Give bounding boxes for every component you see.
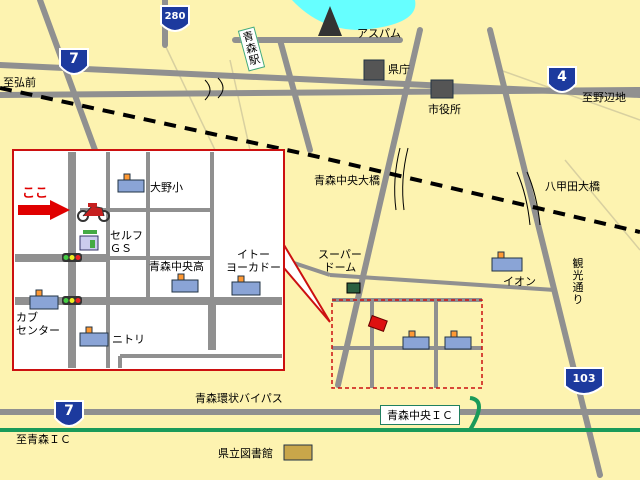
inset-local-roads: [80, 152, 282, 368]
sea: [292, 0, 416, 30]
destination-marker: [367, 314, 388, 333]
super-dome-label: スーパー ドーム: [318, 248, 362, 274]
building-aeon: [491, 251, 523, 272]
route-7-bottom-label: 7: [64, 403, 74, 419]
building-nitori: [79, 326, 109, 347]
here-arrow: [18, 200, 70, 220]
building-dest-2: [444, 330, 472, 350]
building-ohno: [117, 173, 145, 193]
route-7-top-label: 7: [69, 51, 79, 67]
bridge-marks: [204, 77, 541, 226]
route-shield-103-shape: [564, 367, 604, 395]
building-prefecture: [363, 59, 385, 81]
hakkoda-ohashi-label: 八甲田大橋: [545, 180, 600, 193]
route-shield-7-bottom-shape: [54, 400, 84, 427]
route-shield-4-shape: [547, 66, 577, 93]
traffic-light-2: [62, 296, 82, 305]
motorcycle-icon: [77, 203, 110, 222]
building-dest-1: [402, 330, 430, 350]
route-shield-7-top-shape: [59, 48, 89, 75]
railway: [0, 86, 640, 234]
ic-center-label: 青森中央ＩＣ: [380, 405, 460, 425]
prefecture-office-label: 県庁: [388, 63, 410, 76]
expressway: [0, 396, 640, 432]
building-icons: [29, 59, 523, 461]
gas-station-icon: [79, 230, 99, 251]
building-itoyokado: [231, 275, 261, 296]
ohno-elementary-label: 大野小: [150, 181, 183, 194]
to-nohejimachi-label: 至野辺地: [582, 91, 626, 104]
to-aomori-ic-label: 至青森ＩＣ: [16, 433, 71, 446]
aeon-label: イオン: [503, 275, 536, 288]
route-shield-280-shape: [160, 5, 190, 32]
building-city-hall: [430, 79, 454, 99]
building-chuo-high: [171, 273, 199, 293]
aspam-triangle: [318, 6, 342, 36]
to-hirosaki-label: 至弘前: [3, 76, 36, 89]
kanko-dori-label: 観光通り: [572, 257, 584, 306]
traffic-light-1: [62, 253, 82, 262]
super-dome-marker: [346, 282, 361, 294]
here-label: ここ: [22, 186, 49, 201]
city-hall-label: 市役所: [428, 103, 461, 116]
route-280-label: 280: [164, 11, 186, 22]
self-gs-label: セルフ ＧＳ: [110, 229, 143, 255]
building-library: [283, 444, 313, 461]
chuo-ohashi-label: 青森中央大橋: [314, 174, 380, 187]
route-4-label: 4: [557, 69, 567, 85]
nitori-label: ニトリ: [112, 333, 145, 346]
bypass-label: 青森環状バイパス: [195, 392, 283, 405]
aspam-label: アスパム: [357, 27, 401, 40]
library-label: 県立図書館: [218, 447, 273, 460]
cab-center-label: カブ センター: [16, 311, 60, 337]
itoyokado-label: イトー ヨーカドー: [226, 248, 281, 274]
building-cab: [29, 289, 59, 310]
chuo-high-label: 青森中央高: [149, 260, 204, 273]
route-103-label: 103: [572, 372, 596, 385]
